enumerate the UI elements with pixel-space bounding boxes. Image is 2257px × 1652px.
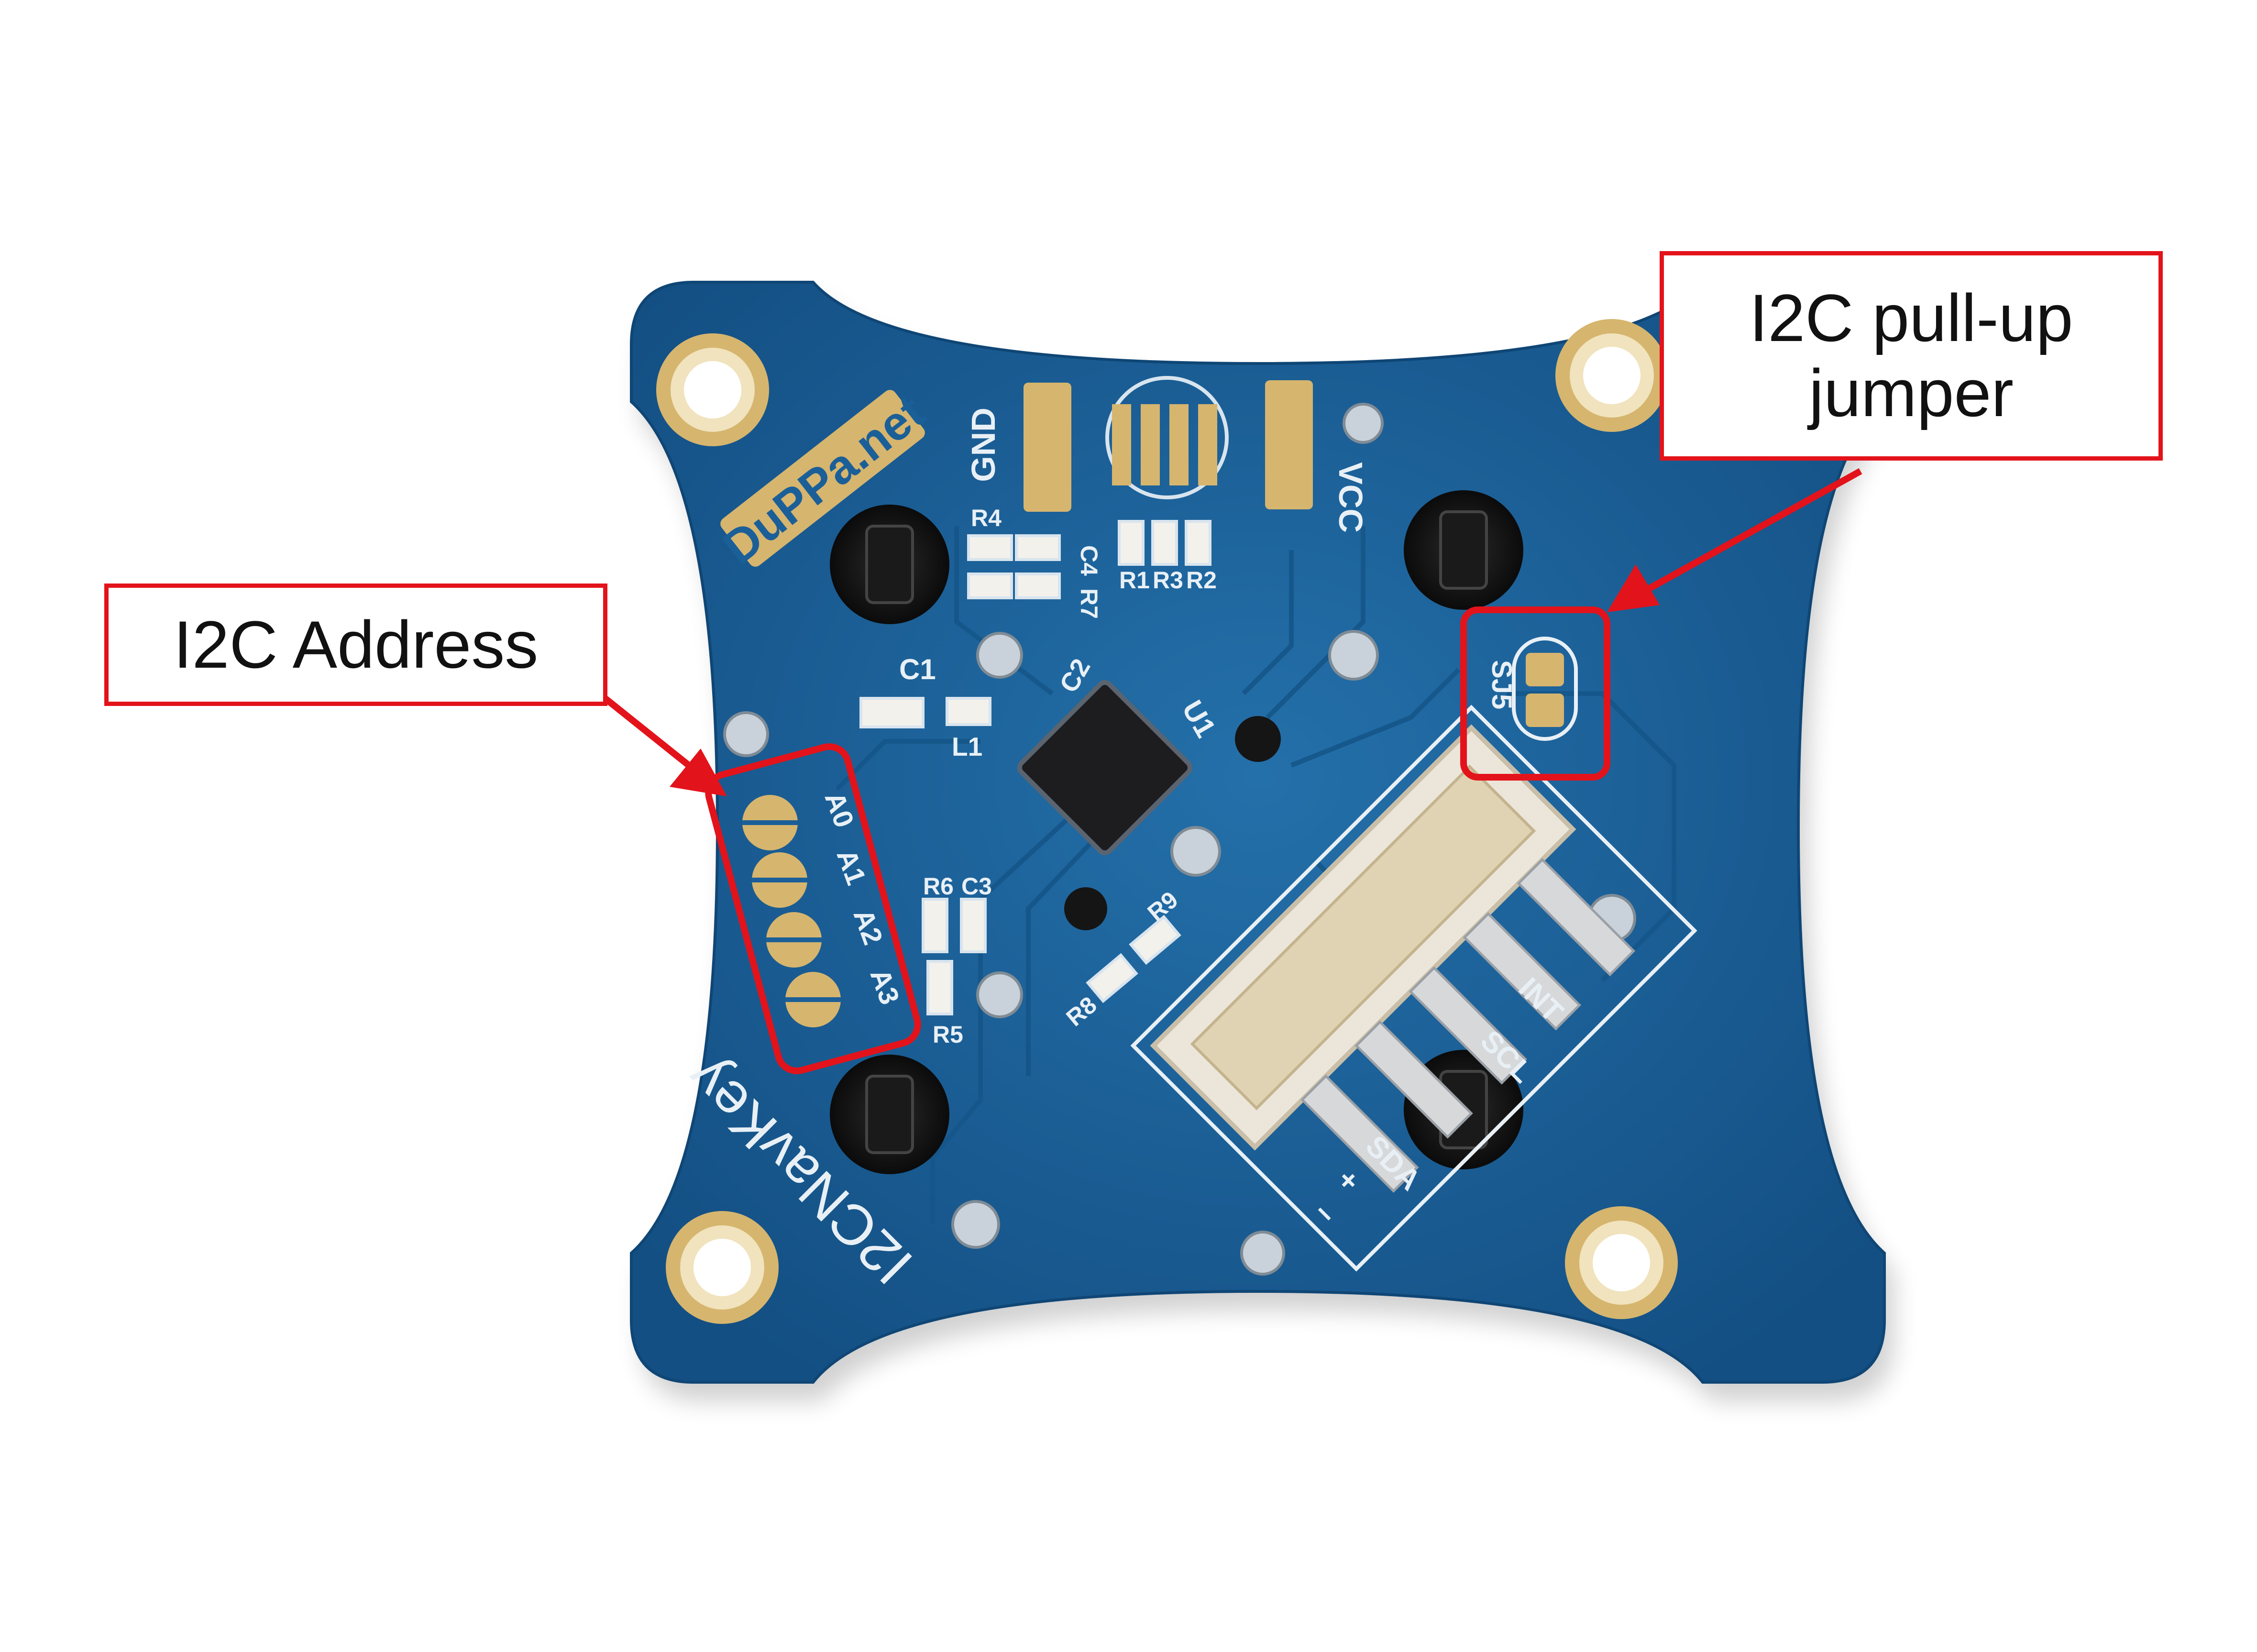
label-l1: L1 xyxy=(952,732,982,761)
pullup-jumper: SJ5 xyxy=(1486,637,1578,741)
label-r5: R5 xyxy=(933,1021,963,1048)
callout-i2c-address-text: I2C Address xyxy=(173,606,539,682)
label-c3: C3 xyxy=(961,873,992,900)
vcc-label: VCC xyxy=(1332,462,1369,533)
encoder-pads xyxy=(1105,376,1229,499)
callout-i2c-address: I2C Address xyxy=(104,584,607,706)
callout-pullup-line1: I2C pull-up xyxy=(1749,280,2073,356)
address-highlight xyxy=(705,743,921,1074)
jumper-label: SJ5 xyxy=(1486,660,1517,709)
label-r2: R2 xyxy=(1186,567,1217,594)
label-r3: R3 xyxy=(1153,567,1183,594)
jumper-highlight xyxy=(1460,606,1610,781)
callout-i2c-pullup-jumper: I2C pull-up jumper xyxy=(1660,251,2163,461)
label-c4: C4 xyxy=(1076,545,1102,576)
label-r6: R6 xyxy=(923,873,954,900)
jst-connector xyxy=(1130,705,1697,1272)
label-r4: R4 xyxy=(971,505,1002,531)
callout-pullup-line2: jumper xyxy=(1809,355,2014,430)
chip-u1 xyxy=(1017,680,1193,856)
power-pads: GND VCC xyxy=(965,380,1369,533)
gnd-label: GND xyxy=(965,407,1002,482)
label-r1: R1 xyxy=(1119,567,1150,594)
mounting-holes xyxy=(656,319,1678,1324)
label-c1: C1 xyxy=(899,653,936,685)
label-r7: R7 xyxy=(1076,588,1102,619)
smd-components xyxy=(859,520,1211,1015)
arrows xyxy=(603,468,1862,796)
